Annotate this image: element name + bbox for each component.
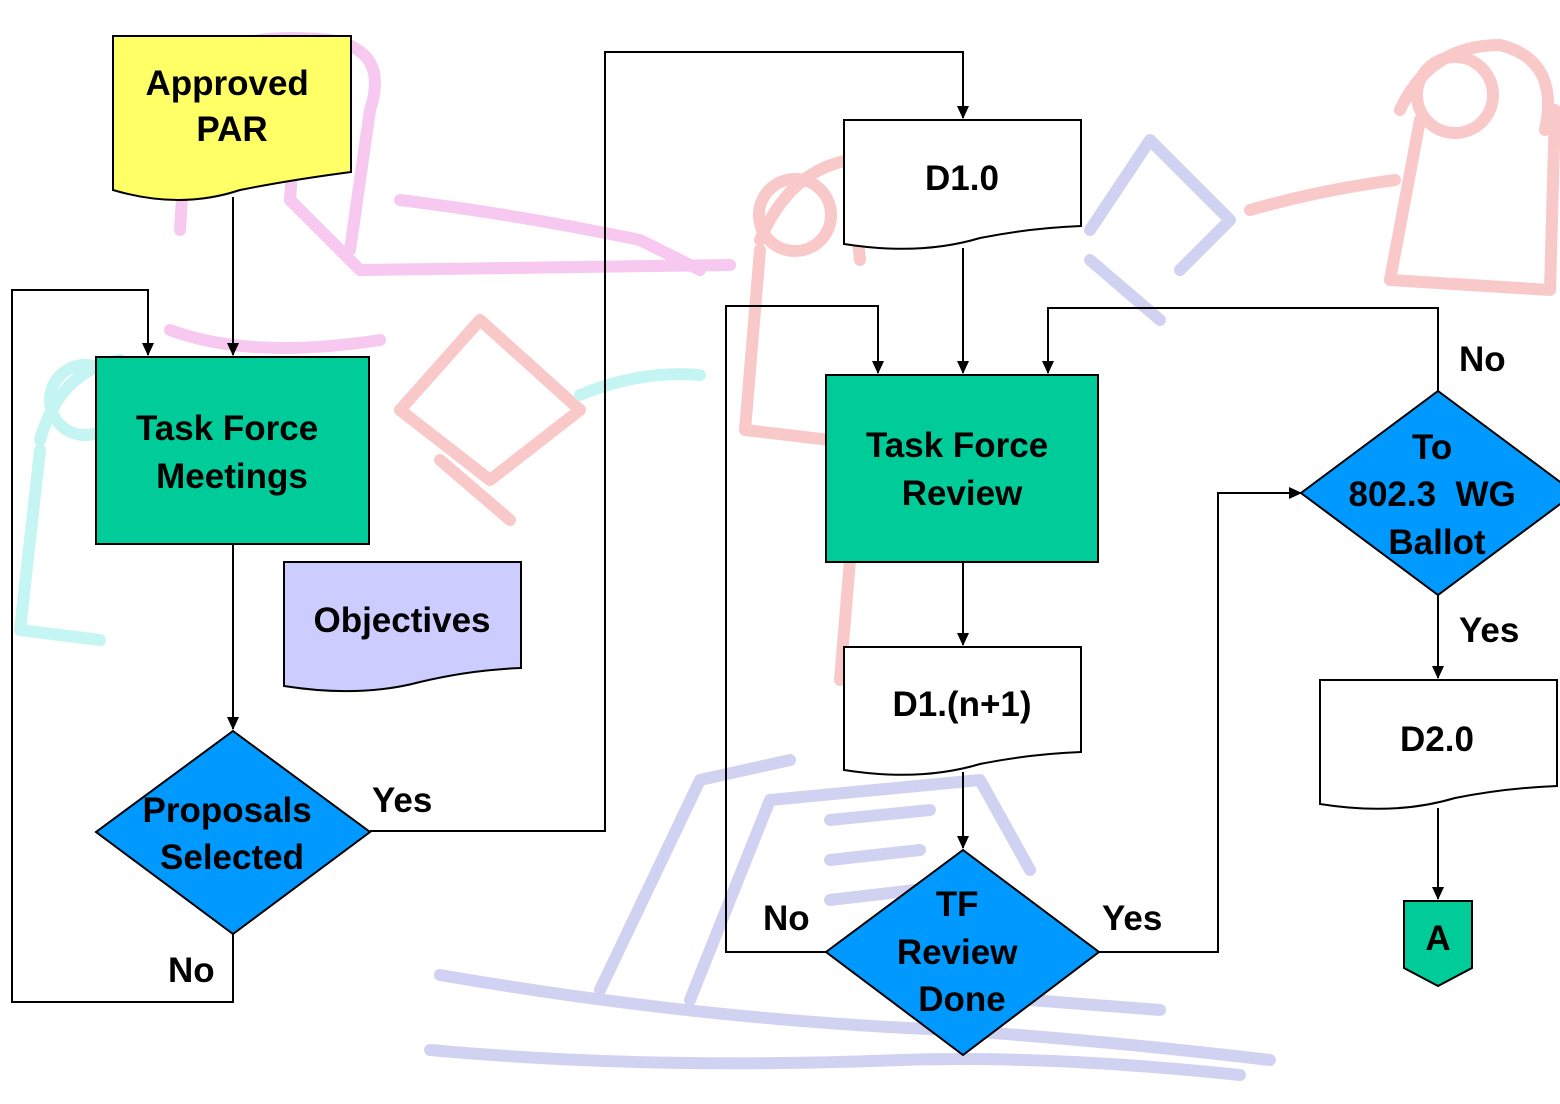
ballot-yes-label: Yes xyxy=(1459,611,1519,650)
review-done-line-2: Review xyxy=(897,933,1018,972)
proposals-yes-label: Yes xyxy=(372,781,432,820)
node-d1-n-plus-1: D1.(n+1) xyxy=(843,646,1082,776)
svg-text:TF Review Done: TF Review Done xyxy=(897,885,1027,1019)
node-d2-0: D2.0 xyxy=(1319,679,1558,810)
svg-text:Task Force Meetings: Task Force Meetings xyxy=(136,409,328,496)
svg-text:D2.0: D2.0 xyxy=(1400,720,1474,759)
blue-chevron-sketch xyxy=(1084,134,1236,326)
edge-labels: Yes No No Yes No Yes xyxy=(168,340,1519,990)
background-clipart xyxy=(14,32,1560,1081)
node-task-force-meetings: Task Force Meetings xyxy=(95,356,370,545)
edge-reviewdone-yes-to-ballot xyxy=(1098,487,1302,953)
connector-a-label: A xyxy=(1425,919,1450,958)
approved-par-line-2: PAR xyxy=(196,110,267,149)
proposals-line-1: Proposals xyxy=(143,791,312,830)
svg-text:Objectives: Objectives xyxy=(313,601,490,640)
proposals-no-label: No xyxy=(168,951,215,990)
node-task-force-review: Task Force Review xyxy=(825,374,1099,563)
blue-desk-sketch xyxy=(424,754,1276,1081)
meetings-line-1: Task Force xyxy=(136,409,318,448)
edge-proposals-no-loop xyxy=(11,289,234,1003)
svg-text:Task Force Review: Task Force Review xyxy=(866,426,1058,513)
ballot-line-3: Ballot xyxy=(1388,523,1486,562)
d1-0-label: D1.0 xyxy=(925,159,999,198)
svg-text:D1.(n+1): D1.(n+1) xyxy=(892,685,1031,724)
d2-0-label: D2.0 xyxy=(1400,720,1474,759)
svg-text:D1.0: D1.0 xyxy=(925,159,999,198)
ballot-line-2: 802.3 WG xyxy=(1348,475,1515,514)
review-done-no-label: No xyxy=(763,899,810,938)
red-person-sketch-right xyxy=(1244,39,1560,296)
review-done-yes-label: Yes xyxy=(1102,899,1162,938)
node-proposals-selected: Proposals Selected xyxy=(94,729,372,936)
svg-text:Approved PAR: Approved PAR xyxy=(145,64,318,149)
node-objectives: Objectives xyxy=(283,561,522,693)
red-diamond-sketch xyxy=(394,314,586,526)
ballot-no-label: No xyxy=(1459,340,1506,379)
d1-n1-label: D1.(n+1) xyxy=(892,685,1031,724)
proposals-line-2: Selected xyxy=(160,838,304,877)
approved-par-line-1: Approved xyxy=(145,64,308,103)
svg-text:Proposals Selected: Proposals Selected xyxy=(143,791,322,877)
connector-lines xyxy=(11,51,1444,1003)
svg-text:A: A xyxy=(1425,919,1450,958)
node-approved-par: Approved PAR xyxy=(112,35,352,201)
node-connector-a: A xyxy=(1403,900,1473,988)
meetings-line-2: Meetings xyxy=(156,457,308,496)
svg-text:To 802.3 WG Ballo: To 802.3 WG Ballot xyxy=(1348,428,1525,562)
review-done-line-3: Done xyxy=(918,980,1006,1019)
review-line-2: Review xyxy=(902,474,1023,513)
objectives-label: Objectives xyxy=(313,601,490,640)
ballot-line-1: To xyxy=(1412,428,1452,467)
edge-ballot-no-loop xyxy=(1042,307,1439,391)
node-tf-review-done: TF Review Done xyxy=(824,848,1101,1057)
edge-proposals-yes-to-d10 xyxy=(370,51,969,832)
edge-reviewdone-no-loop xyxy=(725,305,884,953)
review-done-line-1: TF xyxy=(936,885,979,924)
node-d1-0: D1.0 xyxy=(843,119,1082,250)
node-wg-ballot: To 802.3 WG Ballot xyxy=(1299,389,1560,597)
review-line-1: Task Force xyxy=(866,426,1048,465)
